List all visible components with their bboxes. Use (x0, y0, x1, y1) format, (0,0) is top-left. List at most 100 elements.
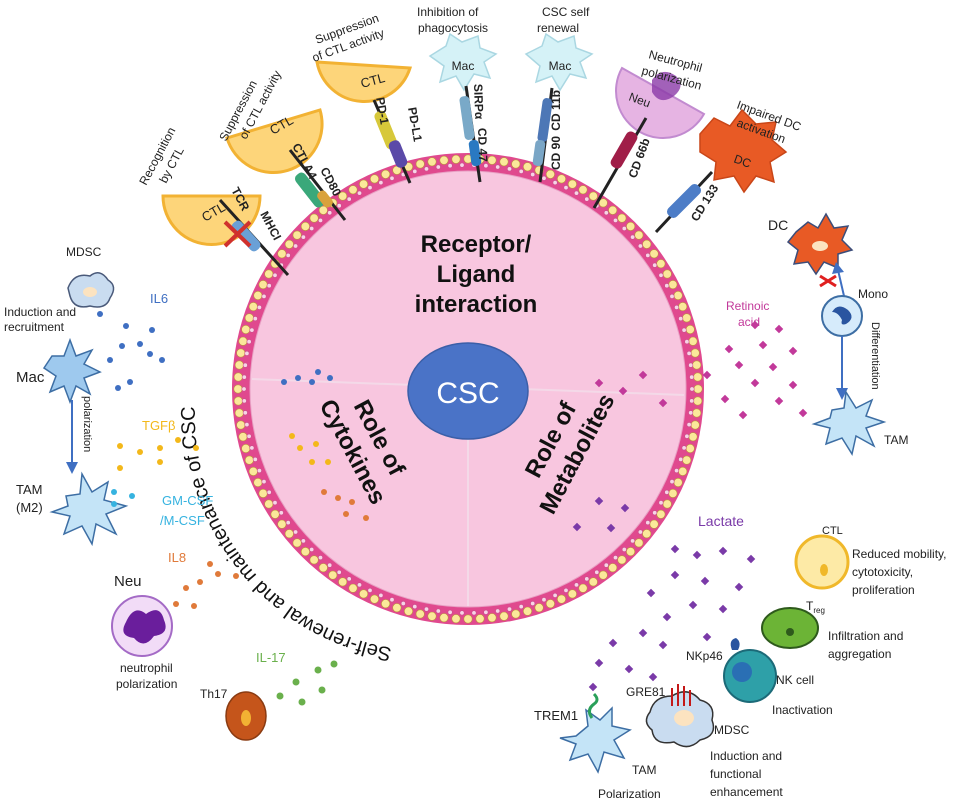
membrane-bead (495, 608, 501, 614)
membrane-bead (309, 226, 315, 232)
trem1-receptor (587, 692, 599, 719)
membrane-bead (652, 510, 658, 516)
membrane-bead (545, 599, 555, 609)
mdsc-right-label: MDSC (714, 723, 750, 737)
membrane-bead (359, 589, 369, 599)
membrane-bead (556, 174, 566, 184)
membrane-bead (642, 239, 652, 249)
membrane-bead (412, 168, 418, 174)
membrane-bead (252, 456, 258, 462)
block-dc-x-icon (819, 274, 837, 288)
membrane-bead (693, 384, 703, 394)
membrane-bead (258, 488, 268, 498)
membrane-bead (234, 408, 244, 418)
membrane-bead (656, 259, 666, 269)
membrane-bead (506, 606, 512, 612)
retinoic-label-1: Retinoic (726, 299, 769, 313)
caption-4a: Inhibition of (417, 5, 479, 19)
nkp46-receptor (730, 638, 740, 650)
tam-right-label: TAM (884, 433, 908, 447)
membrane-bead (499, 611, 509, 621)
membrane-bead (327, 210, 333, 216)
treg-effect-1: Infiltration and (828, 629, 903, 643)
nkp46-label: NKp46 (686, 649, 723, 663)
membrane-bead (678, 456, 684, 462)
neu-cell (615, 66, 706, 139)
nk-effect: Inactivation (772, 703, 833, 717)
membrane-bead (459, 610, 465, 616)
membrane-bead (475, 614, 485, 624)
treg-effect-2: aggregation (828, 647, 891, 661)
membrane-bead (630, 538, 636, 544)
membrane-bead (563, 587, 569, 593)
membrane-bead (249, 445, 255, 451)
ctl-effect-2: cytotoxicity, (852, 565, 913, 579)
membrane-bead (681, 327, 687, 333)
membrane-bead (423, 606, 429, 612)
mdsc-effect-1: Induction and (710, 749, 782, 763)
membrane-bead (506, 166, 512, 172)
membrane-bead (552, 592, 558, 598)
membrane-bead (664, 283, 670, 289)
caption-5b: renewal (537, 21, 579, 35)
membrane-bead (690, 348, 700, 358)
mdsc-effect-3: enhancement (710, 785, 783, 799)
membrane-bead (336, 203, 342, 209)
membrane-bead (367, 587, 373, 593)
membrane-bead (692, 360, 702, 370)
il8-label: IL8 (168, 550, 186, 565)
membrane-bead (447, 609, 453, 615)
membrane-bead (253, 477, 263, 487)
cytokines-title: Role of Cytokines (314, 395, 411, 509)
sirpa-bar (459, 96, 475, 140)
membrane-bead (309, 555, 319, 565)
membrane-bead (246, 433, 252, 439)
membrane-bead (447, 163, 453, 169)
membrane-bead (689, 386, 695, 392)
membrane-bead (346, 196, 352, 202)
membrane-bead (662, 269, 672, 279)
induction-2: recruitment (4, 320, 65, 334)
induction-1: Induction and (4, 305, 76, 319)
gre81-receptor (671, 684, 691, 706)
receptor-title-3: interaction (415, 291, 538, 318)
mac-label-1: Mac (452, 59, 475, 73)
membrane-bead (463, 614, 473, 624)
membrane-bead (356, 190, 362, 196)
ctl-right-cell (794, 534, 850, 590)
cd47-label: CD 47 (475, 128, 490, 163)
membrane-bead (317, 555, 323, 561)
membrane-bead (678, 316, 684, 322)
membrane-bead (367, 185, 373, 191)
membrane-bead (238, 432, 248, 442)
membrane-bead (688, 362, 694, 368)
membrane-bead (487, 613, 497, 623)
il6-label: IL6 (150, 291, 168, 306)
tam-bottom-label: TAM (632, 763, 656, 777)
membrane-bead (233, 396, 243, 406)
membrane-bead (348, 583, 358, 593)
membrane-bead (277, 519, 287, 529)
gmcsf-label-1: GM-CSF (162, 493, 213, 508)
membrane-bead (309, 546, 315, 552)
membrane-bead (668, 280, 678, 290)
membrane-bead (348, 185, 358, 195)
membrane-bead (487, 155, 497, 165)
membrane-bead (668, 488, 678, 498)
mdsc-left-label: MDSC (66, 245, 102, 259)
membrane-bead (686, 422, 692, 428)
membrane-bead (412, 604, 418, 610)
membrane-bead (674, 304, 680, 310)
membrane-bead (266, 489, 272, 495)
csc-core (407, 342, 529, 440)
membrane-bead (689, 374, 695, 380)
membrane-bead (272, 272, 278, 278)
membrane-bead (673, 477, 683, 487)
treg-label: Treg (806, 599, 825, 615)
dc-cell-top (699, 108, 788, 194)
mono-nucleus (832, 306, 852, 325)
membrane-bead (471, 610, 477, 616)
tam-bottom-cell (559, 706, 632, 774)
membrane-bead (244, 313, 254, 323)
